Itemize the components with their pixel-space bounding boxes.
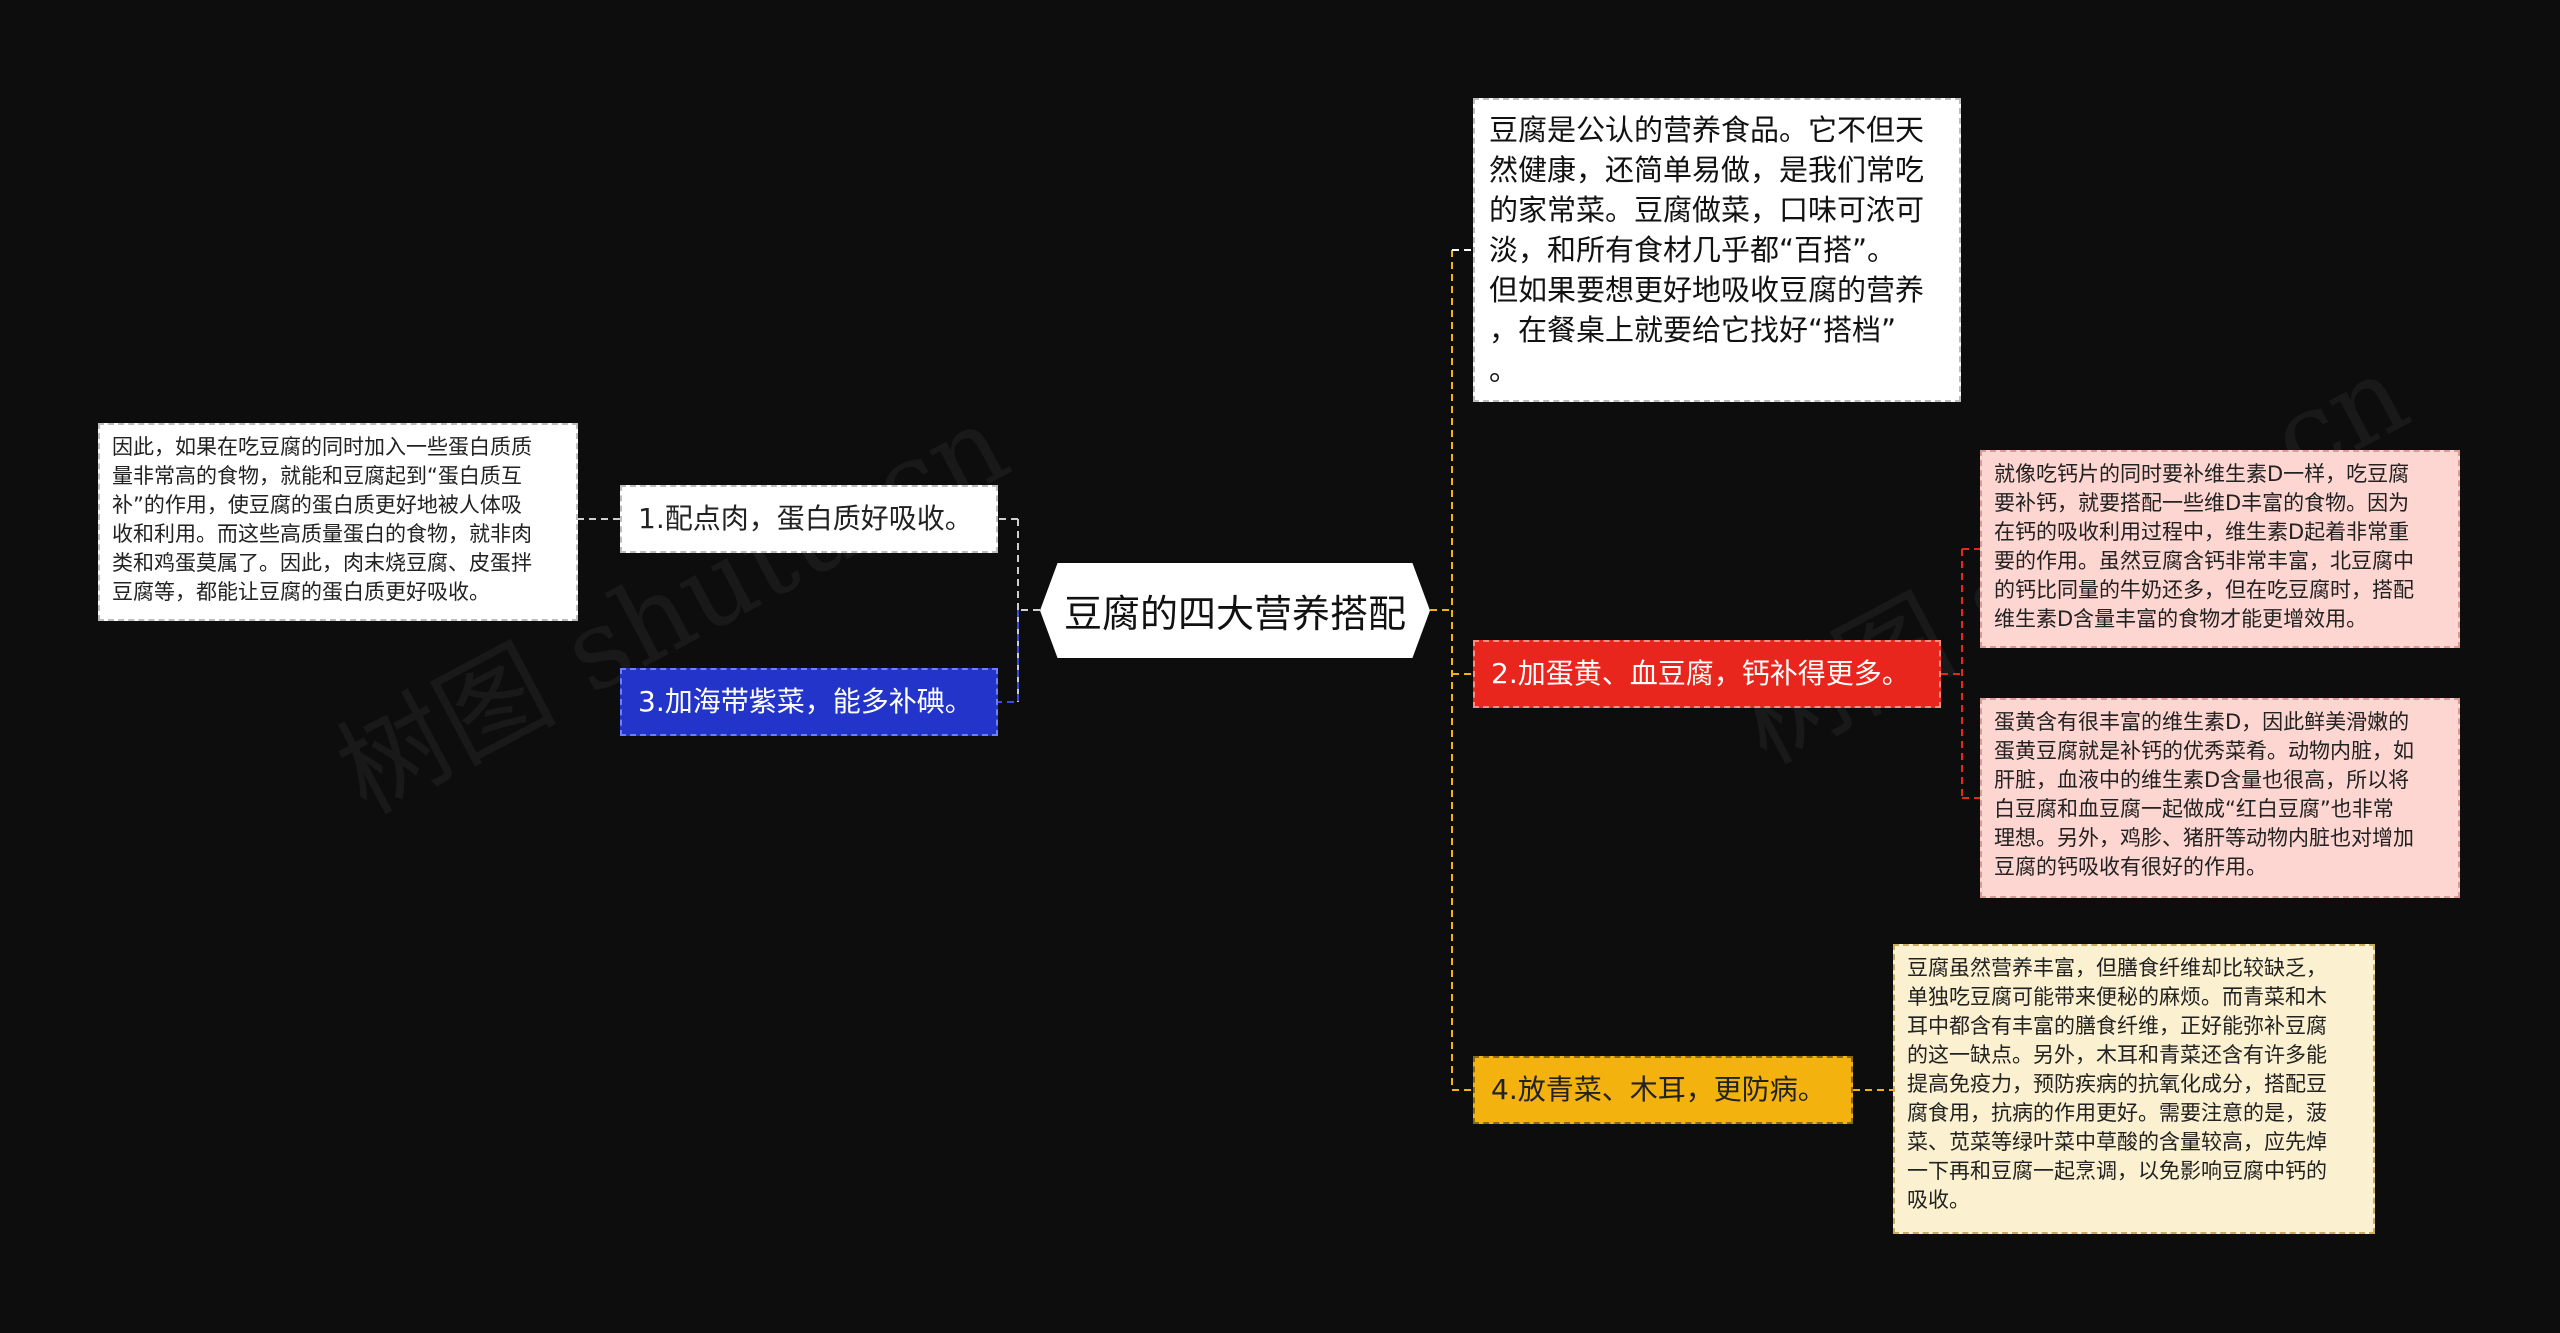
branch-4-greens[interactable]: 4.放青菜、木耳，更防病。: [1473, 1056, 1853, 1124]
branch-2-detail-1[interactable]: 就像吃钙片的同时要补维生素D一样，吃豆腐 要补钙，就要搭配一些维D丰富的食物。因…: [1980, 450, 2460, 648]
connector-right-trunk: [1430, 250, 1453, 1090]
branch-2-egg-yolk[interactable]: 2.加蛋黄、血豆腐，钙补得更多。: [1473, 640, 1941, 708]
branch-1-detail[interactable]: 因此，如果在吃豆腐的同时加入一些蛋白质质 量非常高的食物，就能和豆腐起到“蛋白质…: [98, 423, 578, 621]
branch-2-detail-2[interactable]: 蛋黄含有很丰富的维生素D，因此鲜美滑嫩的 蛋黄豆腐就是补钙的优秀菜肴。动物内脏，…: [1980, 698, 2460, 898]
connector-blue: [998, 610, 1019, 703]
branch-3-seaweed[interactable]: 3.加海带紫菜，能多补碘。: [620, 668, 998, 736]
branch-1-meat[interactable]: 1.配点肉，蛋白质好吸收。: [620, 485, 998, 553]
connector-left-trunk: [998, 518, 1040, 702]
central-topic[interactable]: 豆腐的四大营养搭配: [1040, 563, 1430, 658]
connector-branch2-leaves: [1941, 548, 1980, 799]
intro-note[interactable]: 豆腐是公认的营养食品。它不但天 然健康，还简单易做，是我们常吃 的家常菜。豆腐做…: [1473, 98, 1961, 402]
branch-4-detail[interactable]: 豆腐虽然营养丰富，但膳食纤维却比较缺乏， 单独吃豆腐可能带来便秘的麻烦。而青菜和…: [1893, 944, 2375, 1234]
